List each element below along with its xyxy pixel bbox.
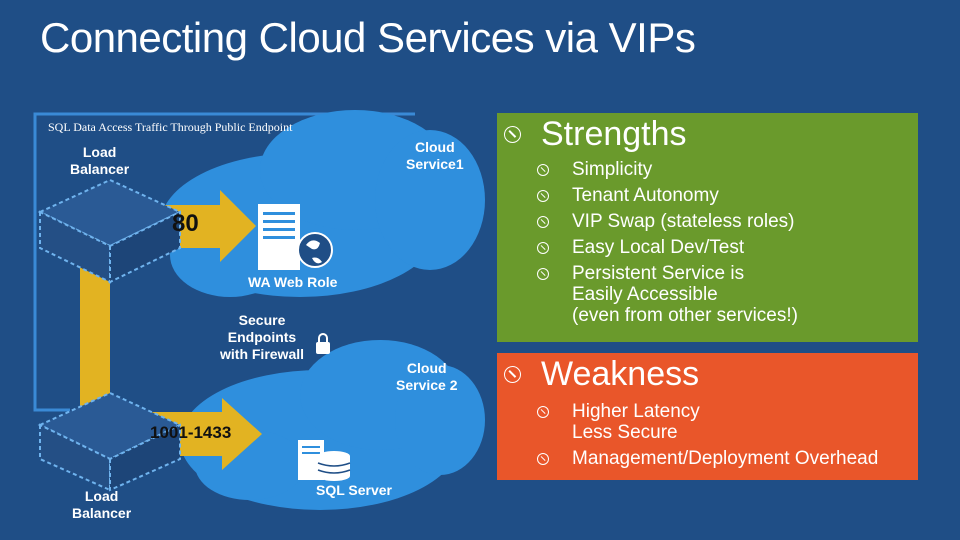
weakness-heading: Weakness [541, 355, 700, 393]
bullet-icon [537, 268, 549, 280]
bullet-icon [537, 216, 549, 228]
port-1001-label: 1001-1433 [150, 423, 232, 442]
bullet-icon [537, 242, 549, 254]
list-item: Management/Deployment Overhead [537, 448, 878, 469]
bullet-icon [537, 406, 549, 418]
load-balancer-top-icon [37, 178, 183, 284]
list-item-text: Higher Latency Less Secure [572, 401, 700, 443]
sql-server-label: SQL Server [316, 482, 393, 498]
weakness-panel: Weakness Higher Latency Less Secure Mana… [497, 353, 918, 480]
lock-icon [316, 333, 330, 354]
traffic-label: SQL Data Access Traffic Through Public E… [48, 120, 293, 134]
load-balancer-bottom-icon [37, 391, 183, 492]
strengths-list: Simplicity Tenant Autonomy VIP Swap (sta… [537, 159, 798, 331]
weakness-list: Higher Latency Less Secure Management/De… [537, 401, 878, 474]
load-balancer-top-label: Load Balancer [70, 144, 130, 177]
weakness-bullet-icon [504, 366, 521, 383]
cloud-service-2-shape [180, 340, 485, 510]
list-item: Simplicity [537, 159, 798, 180]
list-item-text: VIP Swap (stateless roles) [572, 211, 795, 232]
list-item-text: Tenant Autonomy [572, 185, 719, 206]
cloud-service-1-label: Cloud Service1 [406, 139, 464, 172]
architecture-diagram [33, 110, 485, 510]
list-item-text: Management/Deployment Overhead [572, 448, 879, 469]
load-balancer-bottom-label: Load Balancer [72, 488, 132, 521]
strengths-bullet-icon [504, 126, 521, 143]
bullet-icon [537, 190, 549, 202]
list-item-text: Easy Local Dev/Test [572, 237, 745, 258]
list-item: VIP Swap (stateless roles) [537, 211, 798, 232]
strengths-heading: Strengths [541, 115, 687, 153]
web-server-icon [258, 204, 333, 270]
list-item-text: Simplicity [572, 159, 653, 180]
slide-title: Connecting Cloud Services via VIPs [40, 14, 696, 61]
list-item-text: Persistent Service is Easily Accessible … [572, 263, 798, 326]
port-80-label: 80 [172, 210, 199, 237]
list-item: Higher Latency Less Secure [537, 401, 878, 443]
firewall-label: Secure Endpoints with Firewall [220, 312, 305, 362]
list-item: Easy Local Dev/Test [537, 237, 798, 258]
strengths-panel: Strengths Simplicity Tenant Autonomy VIP… [497, 113, 918, 342]
list-item: Tenant Autonomy [537, 185, 798, 206]
list-item: Persistent Service is Easily Accessible … [537, 263, 798, 326]
cloud-service-2-label: Cloud Service 2 [396, 360, 458, 393]
web-role-label: WA Web Role [248, 274, 338, 290]
sql-server-icon [298, 440, 351, 481]
traffic-path-line [33, 112, 415, 412]
bullet-icon [537, 453, 549, 465]
bullet-icon [537, 164, 549, 176]
